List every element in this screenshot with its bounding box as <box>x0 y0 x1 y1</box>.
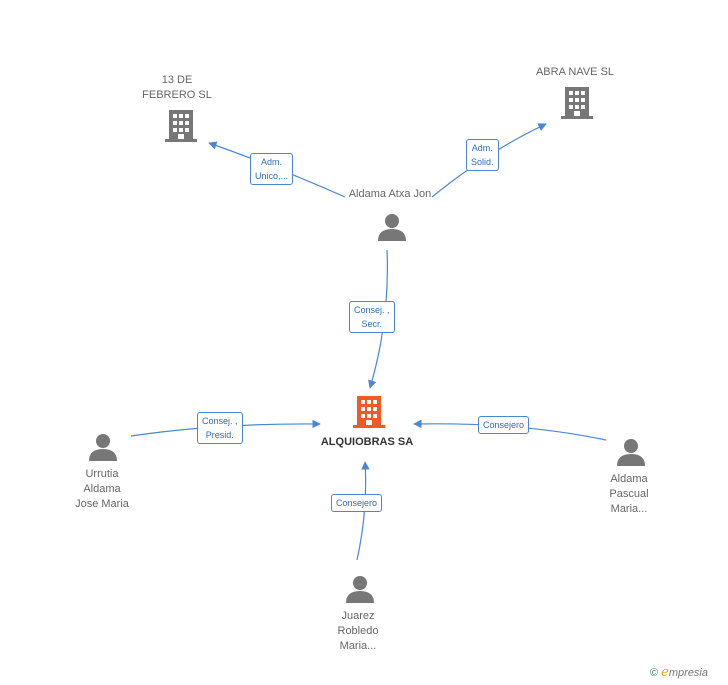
relation-consejero-bottom[interactable]: Consejero <box>331 494 383 512</box>
brand-name: mpresia <box>668 667 708 679</box>
node-abra-nave-label[interactable]: ABRA NAVE SL <box>530 65 620 80</box>
node-juarez-label[interactable]: Juarez Robledo Maria... <box>318 609 398 654</box>
relation-label-line: Adm. <box>471 143 493 153</box>
node-label-line: Jose Maria <box>75 498 129 510</box>
brand-e: e <box>661 665 669 680</box>
node-label-line: Maria... <box>610 503 648 515</box>
copyright-icon: © <box>650 667 659 679</box>
node-label-line: Aldama Atxa Jon <box>348 188 432 200</box>
relation-label-line: Consejero <box>483 420 525 430</box>
node-label-line: ABRA NAVE SL <box>535 66 615 78</box>
empresia-logo: © empresia <box>650 665 708 680</box>
relation-consej-presid[interactable]: Consej. , Presid. <box>197 412 243 444</box>
relation-label-line: Consej. , <box>354 305 390 315</box>
node-label-line: Aldama <box>83 483 121 495</box>
node-label-line: Juarez <box>341 610 375 622</box>
node-label-line: Urrutia <box>85 468 119 480</box>
node-label-line: 13 DE <box>161 74 193 86</box>
node-label-line: ALQUIOBRAS SA <box>320 436 414 448</box>
node-label-line: Maria... <box>339 640 377 652</box>
node-13-de-febrero-label[interactable]: 13 DE FEBRERO SL <box>137 73 217 103</box>
node-label-line: Aldama <box>610 473 648 485</box>
relation-label-line: Adm. <box>261 157 283 167</box>
node-label-line: FEBRERO SL <box>142 89 212 101</box>
relation-label-line: Consej. , <box>202 416 238 426</box>
relation-label-line: Solid. <box>471 157 494 167</box>
building-icon <box>165 110 197 142</box>
relation-adm-solid[interactable]: Adm. Solid. <box>466 139 499 171</box>
node-alquiobras-label[interactable]: ALQUIOBRAS SA <box>307 435 427 450</box>
person-icon <box>617 439 645 466</box>
relation-label-line: Presid. <box>205 430 234 440</box>
node-aldama-atxa-label[interactable]: Aldama Atxa Jon <box>335 187 445 202</box>
relation-label-line: Consejero <box>336 498 378 508</box>
node-urrutia-label[interactable]: Urrutia Aldama Jose Maria <box>55 467 149 512</box>
node-aldama-pascual-label[interactable]: Aldama Pascual Maria... <box>594 472 664 517</box>
person-icon <box>378 214 406 241</box>
relation-consej-secr[interactable]: Consej. , Secr. <box>349 301 395 333</box>
relation-adm-unico[interactable]: Adm. Unico,... <box>250 153 294 185</box>
relation-consejero-right[interactable]: Consejero <box>478 416 530 434</box>
node-label-line: Pascual <box>609 488 649 500</box>
building-icon-main <box>353 396 385 428</box>
relation-label-line: Secr. <box>361 319 383 329</box>
person-icon <box>89 434 117 461</box>
relation-label-line: Unico,... <box>255 171 289 181</box>
person-icon <box>346 576 374 603</box>
node-label-line: Robledo <box>337 625 379 637</box>
building-icon <box>561 87 593 119</box>
